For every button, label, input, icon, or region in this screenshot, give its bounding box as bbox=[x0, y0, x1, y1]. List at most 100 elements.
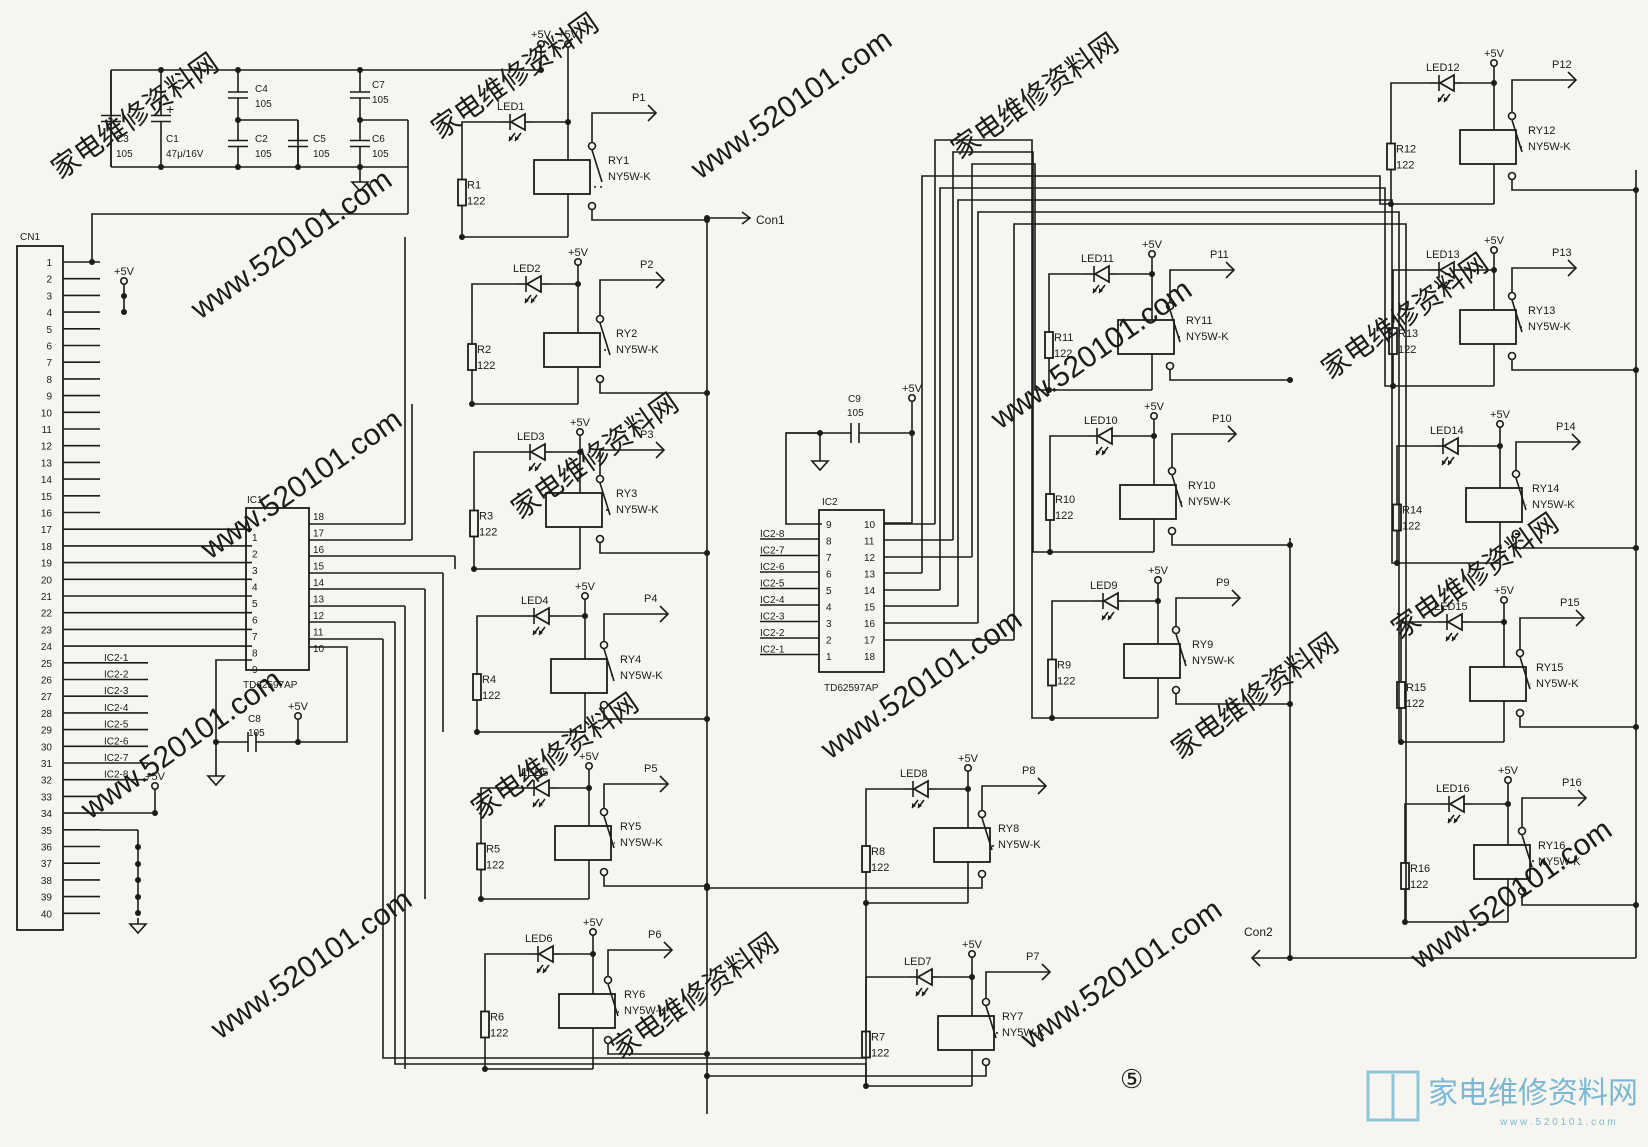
cn1-pin-6: 6 bbox=[46, 342, 52, 353]
cn1-pin-8: 8 bbox=[46, 375, 52, 386]
arrow-head bbox=[1444, 97, 1448, 102]
junction-dot bbox=[89, 259, 95, 265]
resistor-label-9: R9 bbox=[1057, 660, 1071, 672]
ic2-ref: IC2 bbox=[822, 497, 838, 508]
wire bbox=[1013, 223, 1407, 923]
ic2-pin-4: 4 bbox=[826, 603, 832, 614]
led-triangle bbox=[529, 442, 546, 462]
ic1-driver: IC1TD62597AP123456789181716151413121110C… bbox=[206, 495, 348, 787]
resistor-body bbox=[1044, 331, 1054, 359]
relay-contact bbox=[977, 869, 987, 879]
cn1-pin-20: 20 bbox=[41, 575, 53, 586]
vcc-terminal bbox=[293, 711, 302, 720]
relay-label-5: RY5 bbox=[620, 821, 641, 833]
signal-buses bbox=[309, 139, 1637, 1114]
cap-ref-c2: C2 bbox=[255, 134, 268, 145]
ic1-ref: IC1 bbox=[247, 495, 263, 506]
relay-contact bbox=[1511, 469, 1521, 479]
wire bbox=[1515, 538, 1636, 549]
junction-dot bbox=[121, 293, 127, 299]
arrow-head bbox=[1102, 615, 1106, 620]
led-triangle bbox=[1102, 591, 1119, 611]
led-label-10: LED10 bbox=[1084, 415, 1118, 427]
wire bbox=[981, 785, 1046, 811]
wire bbox=[707, 878, 983, 889]
vcc-terminal bbox=[1148, 250, 1157, 259]
output-arrow-icon bbox=[1571, 433, 1582, 451]
led-icon bbox=[1430, 73, 1462, 103]
arrow-head bbox=[537, 968, 541, 973]
resistor-value-11: 122 bbox=[1054, 348, 1072, 360]
wire bbox=[599, 279, 664, 316]
ground-icon bbox=[206, 770, 226, 787]
led-icon bbox=[1438, 612, 1470, 642]
wire bbox=[1519, 617, 1584, 650]
ic2-pin-7: 7 bbox=[826, 553, 832, 564]
wire bbox=[1171, 433, 1236, 468]
output-label-1: P1 bbox=[632, 92, 645, 104]
wire bbox=[603, 783, 668, 809]
led-icon bbox=[1088, 426, 1120, 456]
watermark-text: www.520101.com bbox=[204, 883, 418, 1046]
cn1-pin-4: 4 bbox=[46, 308, 52, 319]
led-label-2: LED2 bbox=[513, 263, 541, 275]
wire bbox=[1519, 717, 1636, 728]
cn1-pin-28: 28 bbox=[41, 709, 53, 720]
ic2-input-label: IC2-4 bbox=[760, 595, 785, 606]
ic1-pin-18: 18 bbox=[313, 512, 325, 523]
relay-contact bbox=[595, 474, 605, 484]
wire bbox=[599, 449, 664, 476]
relay-contact bbox=[1507, 111, 1517, 121]
arrow-head bbox=[1099, 288, 1103, 293]
wire bbox=[298, 646, 348, 743]
arrow-head bbox=[531, 298, 535, 303]
wire bbox=[599, 383, 707, 394]
resistor-label-4: R4 bbox=[482, 674, 496, 686]
resistor-body bbox=[1047, 658, 1057, 687]
resistor-value-16: 122 bbox=[1410, 879, 1428, 891]
relay-contact bbox=[1507, 171, 1517, 181]
ic2-part: TD62597AP bbox=[824, 683, 879, 694]
vcc-label: +5V bbox=[570, 417, 591, 429]
resistor-label-3: R3 bbox=[479, 511, 493, 523]
relay-label-15: RY15 bbox=[1536, 662, 1563, 674]
output-label-4: P4 bbox=[644, 593, 657, 605]
arrow-head bbox=[922, 991, 926, 996]
cn1-pin-15: 15 bbox=[41, 492, 53, 503]
wire bbox=[865, 788, 904, 815]
wire bbox=[1171, 535, 1290, 546]
wire bbox=[91, 213, 408, 262]
led-triangle bbox=[912, 779, 929, 799]
led-label-7: LED7 bbox=[904, 956, 932, 968]
resistor-body bbox=[1396, 681, 1406, 709]
arrow-head bbox=[539, 802, 543, 807]
resistor-label-11: R11 bbox=[1054, 332, 1073, 344]
led-triangle bbox=[1438, 73, 1455, 93]
output-label-14: P14 bbox=[1556, 421, 1576, 433]
junction-dot bbox=[135, 877, 141, 883]
vcc-label: +5V bbox=[114, 266, 135, 278]
relay-blade bbox=[1519, 656, 1531, 690]
wire bbox=[1048, 273, 1085, 300]
relay-contact bbox=[1515, 648, 1525, 658]
resistor-value-3: 122 bbox=[479, 527, 497, 539]
ic2-pin-6: 6 bbox=[826, 570, 832, 581]
wire bbox=[484, 953, 529, 980]
relay-contact bbox=[1511, 529, 1521, 539]
cn1-pin-5: 5 bbox=[46, 325, 52, 336]
wire bbox=[934, 139, 1052, 719]
vcc-label: +5V bbox=[288, 701, 309, 713]
relay-coil-5 bbox=[554, 825, 612, 861]
cn1-pin-37: 37 bbox=[41, 859, 53, 870]
relay-blade bbox=[603, 815, 615, 849]
arrow-head bbox=[1096, 450, 1100, 455]
vcc-terminal bbox=[907, 393, 916, 402]
resistor-label-6: R6 bbox=[490, 1012, 504, 1024]
vcc-terminal bbox=[120, 276, 129, 285]
wire bbox=[1511, 180, 1636, 191]
relay-coil-4 bbox=[550, 658, 608, 694]
ic2-input-label: IC2-8 bbox=[760, 529, 785, 540]
output-arrow-icon bbox=[1567, 71, 1578, 89]
watermark-text: 家电维修资料网 bbox=[466, 687, 644, 825]
relay-contact bbox=[599, 807, 609, 817]
